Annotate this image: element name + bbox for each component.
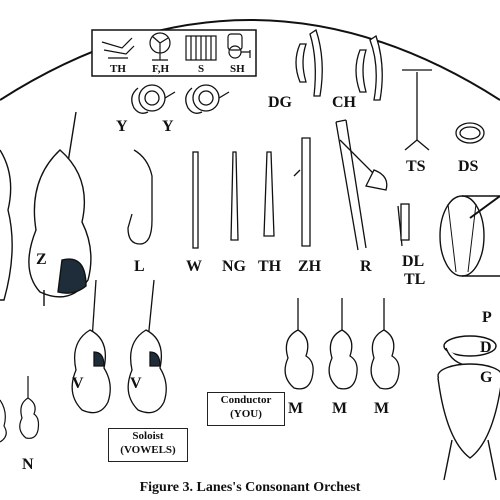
label-p: P xyxy=(482,309,492,326)
conductor-title: Conductor xyxy=(220,394,272,406)
kettle-drum-icon xyxy=(443,335,497,367)
label-th-small: TH xyxy=(110,63,126,75)
label-w: W xyxy=(186,258,202,275)
label-sh: SH xyxy=(230,63,245,75)
cello-icon xyxy=(71,279,111,414)
triangle-stand-icon xyxy=(397,203,410,247)
label-y2: Y xyxy=(162,118,174,135)
double-bass-icon xyxy=(28,111,92,306)
fan-icon xyxy=(149,32,171,61)
violin-icon xyxy=(0,399,7,443)
sharpener-icon xyxy=(227,33,251,59)
figure-caption: Figure 3. Lanes's Consonant Orchest xyxy=(139,480,361,495)
label-ch: CH xyxy=(332,94,357,111)
wind-machine-icon xyxy=(101,37,135,59)
viola-icon xyxy=(370,298,400,390)
label-th: TH xyxy=(258,258,282,275)
clarinet-icon xyxy=(263,151,275,237)
conductor-subtitle: (YOU) xyxy=(230,408,262,420)
label-ts: TS xyxy=(406,158,426,175)
label-n: N xyxy=(22,456,34,473)
label-r: R xyxy=(360,258,372,275)
timpani-icon xyxy=(437,363,500,481)
bass-drum-icon xyxy=(439,195,500,277)
oboe-icon xyxy=(230,151,239,241)
label-zh: ZH xyxy=(298,258,322,275)
soloist-subtitle: (VOWELS) xyxy=(120,444,176,456)
saxophone-icon xyxy=(127,149,153,245)
label-m1: M xyxy=(288,400,303,417)
label-m3: M xyxy=(374,400,389,417)
label-m2: M xyxy=(332,400,347,417)
soloist-box: Soloist (VOWELS) xyxy=(108,428,188,462)
label-g: G xyxy=(480,369,493,386)
tambourine-icon xyxy=(455,122,485,144)
label-l: L xyxy=(134,258,145,275)
cymbals-icon xyxy=(355,34,383,101)
violin-icon xyxy=(19,376,40,439)
label-v2: V xyxy=(130,375,142,392)
bassoon-icon xyxy=(293,137,311,247)
label-ds: DS xyxy=(458,158,479,175)
top-cymbal-stand-icon xyxy=(402,69,432,151)
label-ng: NG xyxy=(222,258,247,275)
label-tl: TL xyxy=(404,271,425,288)
label-y1: Y xyxy=(116,118,128,135)
french-horn-icon xyxy=(185,84,230,114)
viola-icon xyxy=(328,298,358,390)
label-z: Z xyxy=(36,251,47,268)
trombone-icon xyxy=(335,119,388,251)
label-v1: V xyxy=(72,375,84,392)
viola-icon xyxy=(284,298,314,390)
conductor-box: Conductor (YOU) xyxy=(207,392,285,426)
cello-icon xyxy=(127,279,167,414)
cymbals-icon xyxy=(295,28,323,97)
label-s: S xyxy=(198,63,204,75)
soloist-title: Soloist xyxy=(132,430,164,442)
stage-arc xyxy=(0,19,500,101)
label-d: D xyxy=(480,339,492,356)
partial-bass-icon xyxy=(0,149,13,301)
label-fh: F,H xyxy=(152,63,169,75)
label-dg: DG xyxy=(268,94,293,111)
french-horn-icon xyxy=(131,84,176,114)
flute-icon xyxy=(192,151,199,249)
radiator-icon xyxy=(185,35,217,61)
label-dl: DL xyxy=(402,253,424,270)
